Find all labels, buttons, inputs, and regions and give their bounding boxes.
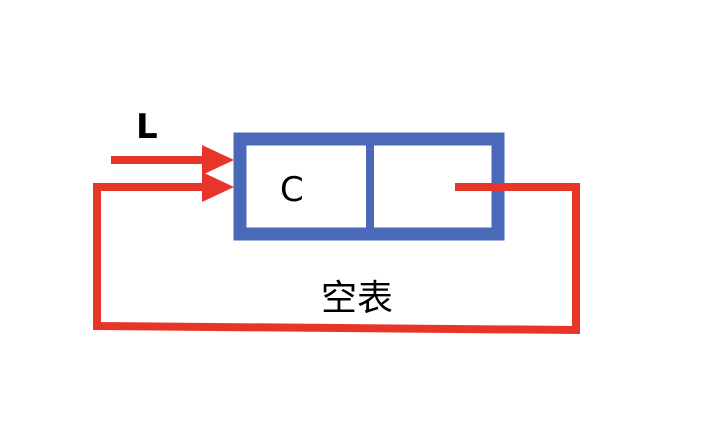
diagram-caption: 空表 — [321, 278, 393, 319]
head-pointer-arrow — [111, 145, 234, 175]
circular-next-pointer — [93, 172, 580, 335]
node-data-label: C — [280, 170, 304, 210]
pointer-label-L: L — [136, 107, 158, 147]
